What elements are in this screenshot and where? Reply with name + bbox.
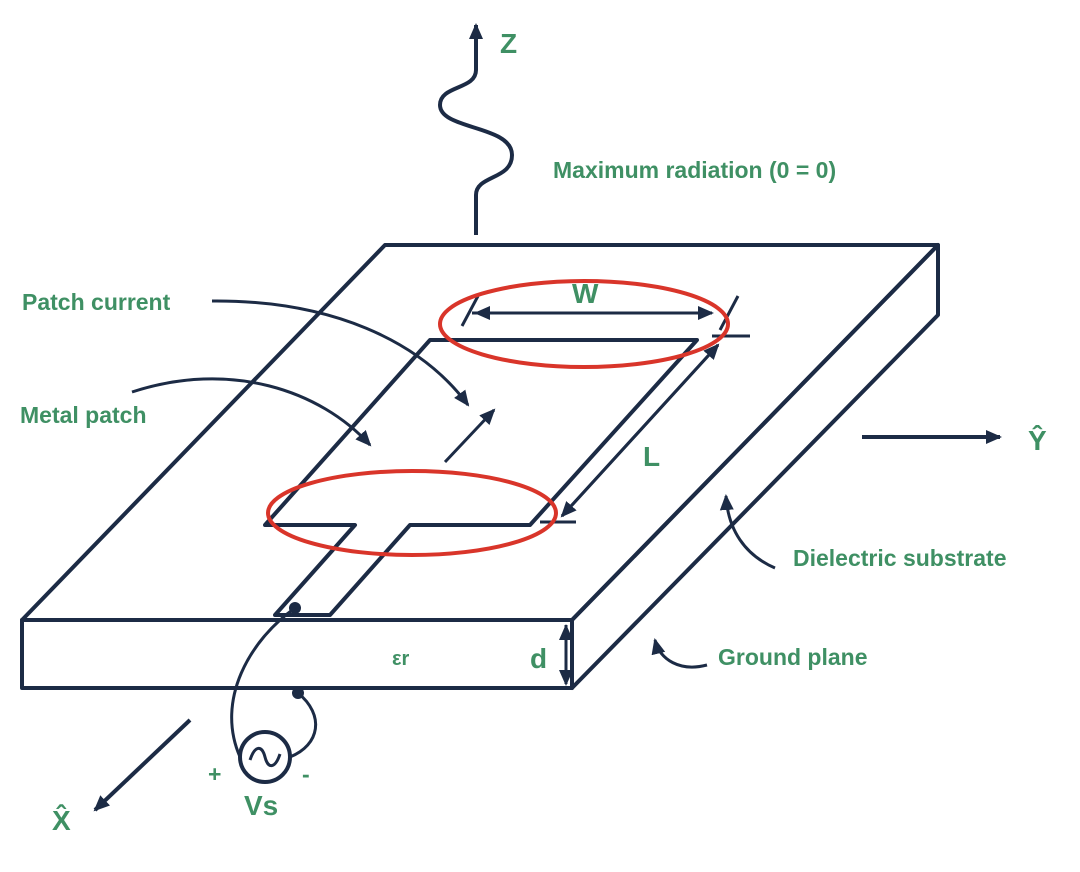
current-direction-arrow — [443, 408, 496, 464]
metal-patch — [263, 338, 699, 617]
metal-patch-label: Metal patch — [20, 402, 147, 428]
z-axis-arrow — [438, 23, 514, 235]
permittivity-label: εr — [392, 648, 409, 670]
metal-patch-pointer — [131, 377, 372, 447]
dielectric-substrate-slab — [20, 243, 940, 690]
patch-current-pointer — [211, 299, 470, 407]
plus-label: + — [208, 761, 221, 787]
width-label: W — [572, 278, 599, 309]
max-radiation-label: Maximum radiation (0 = 0) — [553, 157, 836, 183]
dielectric-pointer — [719, 494, 776, 570]
width-dimension — [460, 295, 750, 338]
x-axis-arrow — [93, 718, 192, 812]
length-dimension — [540, 343, 720, 524]
thickness-label: d — [530, 643, 547, 674]
voltage-source — [230, 602, 317, 784]
ground-plane-pointer — [651, 638, 708, 669]
highlight-feed-edge — [266, 469, 558, 557]
x-axis-label: X̂ — [52, 804, 71, 836]
ground-plane-label: Ground plane — [718, 644, 868, 670]
source-label: Vs — [244, 790, 278, 821]
dielectric-substrate-label: Dielectric substrate — [793, 545, 1006, 571]
y-axis-label: Ŷ — [1028, 425, 1047, 456]
patch-current-label: Patch current — [22, 289, 171, 315]
z-axis-label: Z — [500, 28, 517, 59]
highlight-width-edge — [438, 279, 730, 369]
length-label: L — [643, 441, 660, 472]
minus-label: - — [302, 761, 310, 787]
